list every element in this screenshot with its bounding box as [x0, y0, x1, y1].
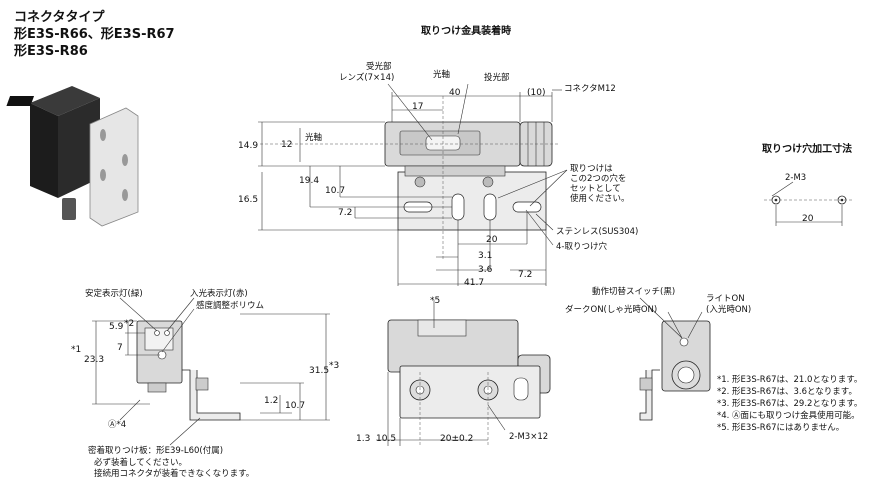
bracket-note2: 必ず装着してください。	[94, 458, 187, 468]
model-heading-line3: 形E3S-R86	[14, 44, 88, 59]
dim-left-10-7: 10.7	[285, 401, 306, 411]
dim-3-1: 3.1	[478, 251, 493, 261]
hole-dim-20: 20	[802, 214, 814, 224]
star-2: *2	[124, 319, 135, 329]
star-5: *5	[430, 296, 441, 306]
label-a-surface: Ⓐ*4	[108, 420, 127, 430]
label-lens: レンズ(7×14)	[339, 73, 395, 83]
label-emitter: 投光部	[484, 73, 510, 83]
footnote-4: *4. Ⓐ面にも取りつけ金具使用可能。	[717, 411, 860, 421]
dim-3-6: 3.6	[478, 265, 493, 275]
dim-41-7: 41.7	[464, 278, 485, 288]
footnote-2: *2. 形E3S-R67は、3.6となります。	[717, 387, 857, 397]
label-m3x12: 2-M3×12	[509, 432, 549, 442]
dim-14-9: 14.9	[238, 141, 259, 151]
label-stainless: ステンレス(SUS304)	[556, 227, 639, 237]
dim-7-2: 7.2	[338, 208, 353, 218]
dim-17: 17	[412, 102, 424, 112]
label-stable-indicator: 安定表示灯(緑)	[85, 289, 143, 299]
right-view-drawing	[639, 297, 711, 421]
label-connector: コネクタM12	[564, 84, 616, 94]
dim-10: (10)	[527, 88, 546, 98]
dim-40: 40	[449, 88, 461, 98]
dim-1-3: 1.3	[356, 434, 371, 444]
dim-10-5: 10.5	[376, 434, 397, 444]
bracket-note3: 接続用コネクタが装着できなくなります。	[94, 469, 255, 479]
footnote-1: *1. 形E3S-R67は、21.0となります。	[717, 375, 863, 385]
front-view-drawing	[376, 300, 551, 446]
label-optical-axis-side: 光軸	[305, 133, 323, 143]
hole-label-m3: 2-M3	[785, 173, 807, 183]
dim-1-2: 1.2	[264, 396, 279, 406]
label-light-on: ライトON	[706, 294, 745, 304]
model-heading-line2: 形E3S-R66、形E3S-R67	[14, 27, 175, 42]
hole-section-title: 取りつけ穴加工寸法	[762, 144, 853, 155]
dim-19-4: 19.4	[299, 176, 320, 186]
dim-7-2b: 7.2	[518, 270, 533, 280]
label-incident-indicator: 入光表示灯(赤)	[190, 289, 248, 299]
label-dark-on: ダークON(しゃ光時ON)	[565, 305, 658, 315]
dim-5-9: 5.9	[109, 322, 124, 332]
footnote-3: *3. 形E3S-R67は、29.2となります。	[717, 399, 863, 409]
label-light-on-paren: (入光時ON)	[706, 305, 752, 315]
label-holes: 4-取りつけ穴	[556, 242, 608, 252]
label-optical-axis: 光軸	[433, 70, 451, 80]
label-receiver: 受光部	[366, 62, 392, 72]
bracket-note: 密着取りつけ板：形E39-L60(付属)	[88, 446, 224, 456]
star-3: *3	[329, 361, 340, 371]
label-mount-note: 取りつけは この2つの穴を セットとして 使用ください。	[570, 164, 630, 204]
label-mode-switch: 動作切替スイッチ(黒)	[592, 287, 676, 297]
product-illustration	[6, 86, 139, 227]
dim-12: 12	[281, 140, 293, 150]
dim-20-tolerance: 20±0.2	[440, 434, 474, 444]
footnote-5: *5. 形E3S-R67にはありません。	[717, 423, 845, 433]
star-1: *1	[71, 345, 82, 355]
dim-31-5: 31.5	[309, 366, 330, 376]
dim-7: 7	[117, 343, 123, 353]
top-view-title: 取りつけ金具装着時	[421, 26, 512, 37]
dim-23-3: 23.3	[84, 355, 105, 365]
label-sensitivity: 感度調整ボリウム	[196, 301, 265, 311]
dim-20: 20	[486, 235, 498, 245]
model-heading-line1: コネクタタイプ	[14, 10, 105, 25]
dim-16-5: 16.5	[238, 195, 259, 205]
dim-10-7: 10.7	[325, 186, 346, 196]
